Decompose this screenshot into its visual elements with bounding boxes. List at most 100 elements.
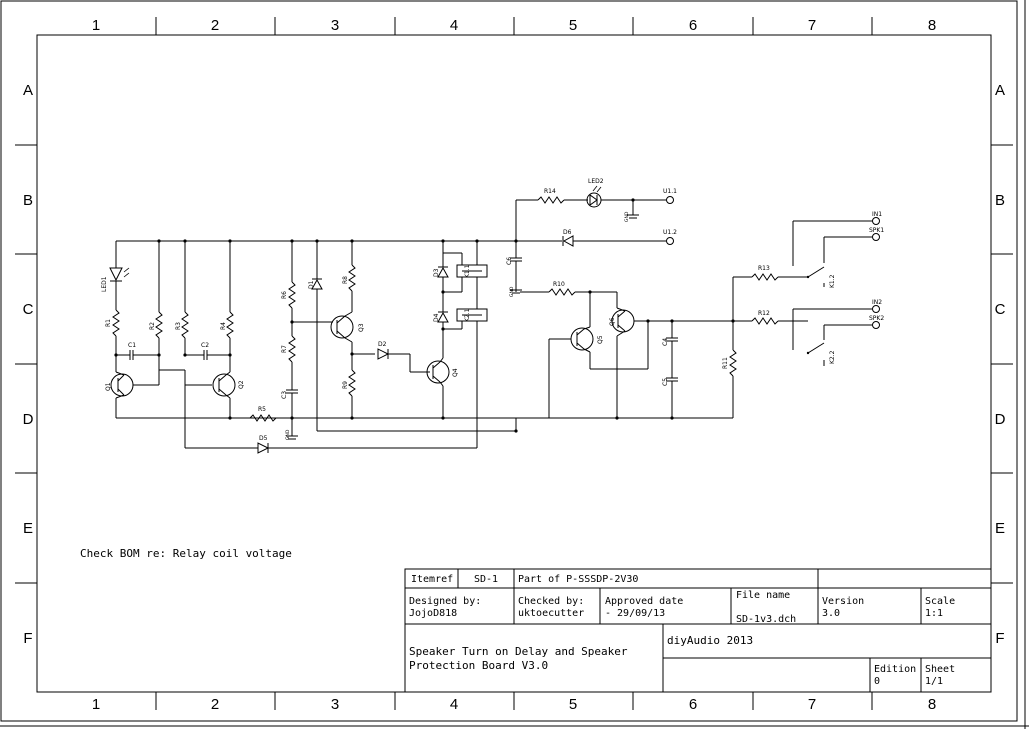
- zone-row-right-A: A: [995, 82, 1005, 99]
- d6-label: D6: [563, 229, 572, 236]
- k11-coil: [456, 264, 488, 278]
- zone-col-top-4: 4: [450, 17, 458, 34]
- file-name-value: SD-1v3.dch: [736, 614, 796, 625]
- drawing-title-line2: Protection Board V3.0: [409, 659, 548, 672]
- q1-symbol: [110, 373, 134, 397]
- in2-terminal: [872, 305, 880, 313]
- zone-col-bottom-8: 8: [928, 696, 936, 713]
- c5-label: C5: [662, 378, 669, 386]
- in1-label: IN1: [872, 211, 882, 218]
- approved-value: - 29/09/13: [605, 608, 665, 619]
- d5-label: D5: [259, 435, 268, 442]
- q5-symbol: [570, 327, 594, 351]
- led1-symbol: [109, 267, 130, 282]
- q3-label: Q3: [358, 323, 365, 332]
- zone-row-right-D: D: [995, 411, 1006, 428]
- led1-label: LED1: [101, 276, 108, 292]
- r14-symbol: [537, 196, 565, 204]
- zone-row-right-E: E: [995, 520, 1005, 537]
- company-name: diyAudio 2013: [667, 634, 753, 647]
- q1-label: Q1: [105, 382, 112, 391]
- zone-col-bottom-5: 5: [569, 696, 577, 713]
- k12-label: K1.2: [829, 274, 836, 288]
- d2-symbol: [377, 348, 390, 360]
- d4-label: D4: [433, 313, 440, 322]
- c2-label: C2: [201, 342, 209, 349]
- zone-ticks: [15, 17, 1013, 710]
- zone-row-left-F: F: [23, 630, 32, 647]
- d5-symbol: [257, 442, 270, 454]
- r4-label: R4: [220, 322, 227, 330]
- zone-row-left-A: A: [23, 82, 33, 99]
- c4-label: C4: [662, 338, 669, 346]
- k21-coil: [456, 308, 488, 322]
- k22-label: K2.2: [829, 350, 836, 364]
- designed-by-label: Designed by:: [409, 596, 481, 607]
- r14-label: R14: [544, 188, 556, 195]
- zone-col-top-3: 3: [331, 17, 339, 34]
- zone-col-bottom-2: 2: [211, 696, 219, 713]
- r6-label: R6: [281, 291, 288, 299]
- r11-label: R11: [722, 357, 729, 369]
- zone-row-right-F: F: [995, 630, 1004, 647]
- r12-symbol: [751, 317, 779, 325]
- zone-row-left-C: C: [23, 301, 34, 318]
- zone-row-right-C: C: [995, 301, 1006, 318]
- outer-frame: [0, 0, 1018, 722]
- q2-symbol: [212, 373, 236, 397]
- r5-symbol: [249, 414, 277, 422]
- designed-by-value: JojoD818: [409, 608, 457, 619]
- r12-label: R12: [758, 310, 770, 317]
- version-label: Version: [822, 596, 864, 607]
- r1-label: R1: [105, 319, 112, 327]
- zone-col-bottom-6: 6: [689, 696, 697, 713]
- zone-col-bottom-3: 3: [331, 696, 339, 713]
- d3-label: D3: [433, 268, 440, 277]
- c2-symbol: [203, 350, 208, 360]
- u12-label: U1.2: [663, 229, 677, 236]
- checked-by-value: uktoecutter: [518, 608, 584, 619]
- scale-value: 1:1: [925, 608, 943, 619]
- sheet-label: Sheet: [925, 664, 955, 675]
- r4-symbol: [226, 311, 234, 339]
- d2-label: D2: [378, 341, 387, 348]
- r13-symbol: [751, 273, 779, 281]
- r2-symbol: [155, 311, 163, 339]
- spk1-terminal: [872, 233, 880, 241]
- r8-symbol: [348, 264, 356, 292]
- r3-label: R3: [175, 322, 182, 330]
- zone-row-left-B: B: [23, 192, 33, 209]
- gnd-label-3: GND: [624, 211, 630, 222]
- zone-col-bottom-4: 4: [450, 696, 458, 713]
- c6-label: C6: [506, 257, 513, 265]
- bom-note: Check BOM re: Relay coil voltage: [80, 547, 292, 560]
- spk2-label: SPK2: [869, 315, 884, 322]
- zone-col-bottom-7: 7: [808, 696, 816, 713]
- zone-col-top-5: 5: [569, 17, 577, 34]
- r10-label: R10: [553, 281, 565, 288]
- u11-label: U1.1: [663, 188, 677, 195]
- schematic: LED1 R1 C1 Q1 R2 R3: [101, 178, 884, 454]
- version-value: 3.0: [822, 608, 840, 619]
- itemref-label: Itemref: [411, 574, 453, 585]
- led2-symbol: [586, 185, 602, 208]
- sheet-value: 1/1: [925, 676, 943, 687]
- r8-label: R8: [342, 276, 349, 284]
- q4-symbol: [426, 360, 450, 384]
- c1-symbol: [129, 350, 134, 360]
- zone-row-right-B: B: [995, 192, 1005, 209]
- r11-symbol: [729, 349, 737, 377]
- spk2-terminal: [872, 321, 880, 329]
- zone-col-top-1: 1: [92, 17, 100, 34]
- file-name-label: File name: [736, 590, 790, 601]
- zone-col-bottom-1: 1: [92, 696, 100, 713]
- led2-label: LED2: [588, 178, 604, 185]
- zone-col-top-8: 8: [928, 17, 936, 34]
- r2-label: R2: [149, 322, 156, 330]
- r10-symbol: [548, 288, 576, 296]
- d1-label: D1: [308, 280, 315, 289]
- q2-label: Q2: [238, 380, 245, 389]
- in1-terminal: [872, 217, 880, 225]
- c3-label: C3: [281, 391, 288, 399]
- edition-label: Edition: [874, 664, 916, 675]
